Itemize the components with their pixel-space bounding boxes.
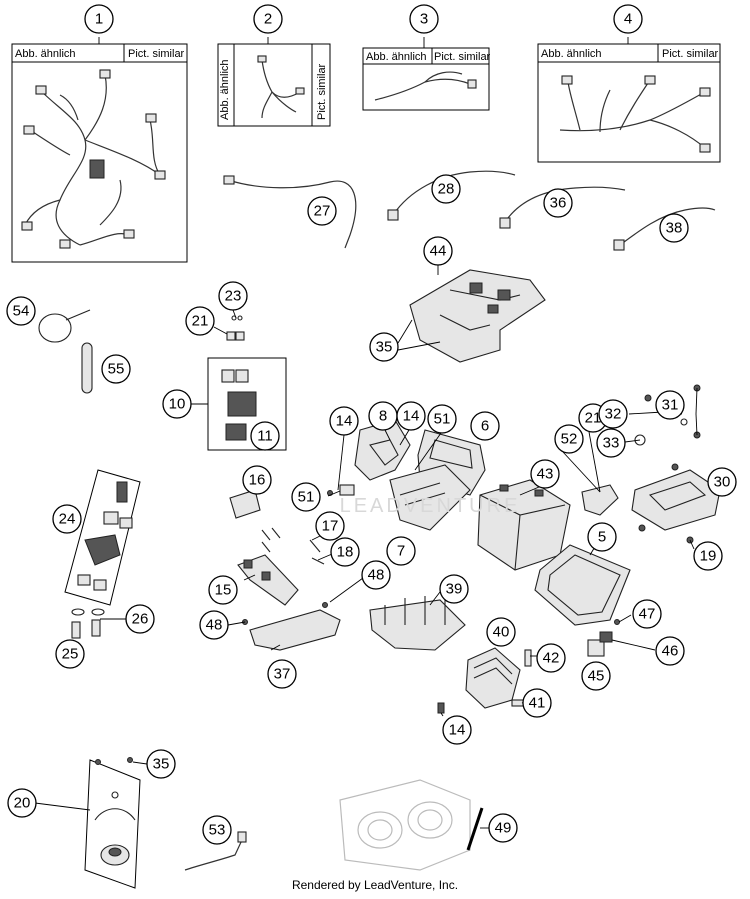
footer-credit: Rendered by LeadVenture, Inc. <box>291 878 459 892</box>
support-37 <box>242 602 341 651</box>
box-4-label-left: Abb. ähnlich <box>541 48 602 60</box>
box-2-label-right: Pict. similar <box>316 63 328 120</box>
callout-31: 31 <box>662 397 679 414</box>
box-4-label-right: Pict. similar <box>662 48 719 60</box>
regulator-40 <box>465 647 521 709</box>
connector-16 <box>229 489 261 519</box>
callout-44: 44 <box>430 243 447 260</box>
holder-39 <box>369 596 466 651</box>
box-1-label-left: Abb. ähnlich <box>15 48 76 60</box>
callout-51-b: 51 <box>298 489 315 506</box>
bracket-52 <box>581 484 619 516</box>
callout-5: 5 <box>598 529 606 546</box>
callout-27: 27 <box>314 203 331 220</box>
callout-35: 35 <box>376 339 393 356</box>
callout-26: 26 <box>132 611 149 628</box>
callout-37: 37 <box>274 666 291 683</box>
leader-lines <box>34 37 698 829</box>
callout-6: 6 <box>481 418 489 435</box>
callout-39: 39 <box>446 581 463 598</box>
callout-15: 15 <box>215 582 232 599</box>
callout-17: 17 <box>322 518 339 535</box>
callout-51-a: 51 <box>434 411 451 428</box>
callout-14-b: 14 <box>403 408 420 425</box>
callout-36: 36 <box>550 195 567 212</box>
ignition-kit-24 <box>64 469 141 606</box>
callout-18: 18 <box>337 544 354 561</box>
control-unit-30 <box>631 463 721 544</box>
callout-40: 40 <box>493 624 510 641</box>
box-3-label-left: Abb. ähnlich <box>366 51 427 63</box>
throttle-body-49 <box>339 779 484 871</box>
callout-52: 52 <box>561 431 578 448</box>
cable-36 <box>499 186 626 229</box>
cable-27 <box>223 175 357 249</box>
box-2-label-left: Abb. ähnlich <box>219 59 231 120</box>
screws-17-18 <box>261 527 325 565</box>
callout-48-b: 48 <box>206 617 223 634</box>
callout-23: 23 <box>225 288 242 305</box>
box-1-label-right: Pict. similar <box>128 48 185 60</box>
callout-21: 21 <box>192 313 209 330</box>
box-4-harness: Abb. ähnlich Pict. similar <box>537 43 721 163</box>
callout-35-b: 35 <box>153 756 170 773</box>
callout-54: 54 <box>13 303 30 320</box>
callouts: 1 2 3 4 27 28 36 38 44 35 54 23 21 55 10… <box>6 4 737 845</box>
callout-55: 55 <box>108 361 125 378</box>
cable-tie-54 <box>38 309 91 343</box>
callout-46: 46 <box>662 643 679 660</box>
callout-48-a: 48 <box>368 567 385 584</box>
callout-33: 33 <box>603 435 620 452</box>
callout-10: 10 <box>169 396 186 413</box>
callout-14-a: 14 <box>336 413 353 430</box>
callout-19: 19 <box>700 548 717 565</box>
box-3-harness: Abb. ähnlich Pict. similar <box>362 47 491 111</box>
wire-53 <box>184 831 247 871</box>
callout-4: 4 <box>624 11 632 28</box>
box-2-harness: Abb. ähnlich Pict. similar <box>217 43 331 127</box>
callout-7: 7 <box>397 543 405 560</box>
callout-53: 53 <box>209 822 226 839</box>
callout-25: 25 <box>62 646 79 663</box>
callout-14-c: 14 <box>449 722 466 739</box>
relay-45-46-47 <box>587 619 620 657</box>
box-3-label-right: Pict. similar <box>434 51 491 63</box>
callout-41: 41 <box>529 695 546 712</box>
callout-47: 47 <box>639 606 656 623</box>
callout-24: 24 <box>59 511 76 528</box>
callout-38: 38 <box>666 220 683 237</box>
callout-32: 32 <box>605 406 622 423</box>
bolt-14-lower <box>437 702 445 714</box>
bolts-25-26 <box>71 608 105 639</box>
callout-11: 11 <box>257 428 273 445</box>
callout-49: 49 <box>495 820 512 837</box>
bracket-15 <box>237 554 299 606</box>
cable-38 <box>613 207 716 251</box>
callout-8: 8 <box>379 408 387 425</box>
bracket-44 <box>409 269 546 363</box>
cable-28 <box>387 170 516 221</box>
callout-30: 30 <box>714 474 731 491</box>
battery-box-5 <box>534 544 631 626</box>
box-1-main-harness: Abb. ähnlich Pict. similar <box>11 43 188 263</box>
callout-28: 28 <box>438 181 455 198</box>
callout-43: 43 <box>537 466 554 483</box>
callout-1: 1 <box>95 11 103 28</box>
callout-45: 45 <box>588 668 605 685</box>
strap-55 <box>81 342 93 394</box>
callout-20: 20 <box>14 795 31 812</box>
bolt-51 <box>327 484 355 496</box>
horn-kit-20 <box>84 757 141 889</box>
small-parts-21-23 <box>226 315 245 341</box>
watermark: LEADVENTURE <box>340 495 521 517</box>
ecu-7 <box>389 464 471 531</box>
callout-3: 3 <box>420 11 428 28</box>
callout-21-b: 21 <box>585 410 602 427</box>
callout-2: 2 <box>264 11 272 28</box>
callout-16: 16 <box>249 472 266 489</box>
callout-42: 42 <box>543 650 560 667</box>
